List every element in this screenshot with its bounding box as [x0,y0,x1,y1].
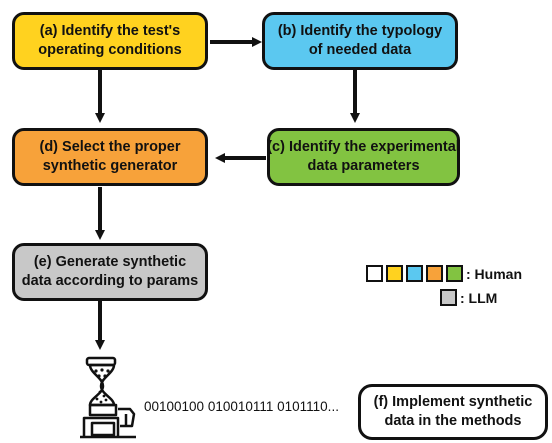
coffee-grinder-icon [80,356,136,439]
node-e-line1: (e) Generate synthetic [33,254,187,271]
coffee-beans [94,368,110,404]
node-a-operating-conditions: (a) Identify the test's operating condit… [12,12,208,70]
legend-human: : Human [366,265,522,282]
node-d-select-generator: (d) Select the proper synthetic generato… [12,128,208,186]
node-c-line2: data parameters [307,158,420,174]
node-b-typology: (b) Identify the typology of needed data [262,12,458,70]
node-f-line2: data in the methods [384,413,522,429]
legend-swatch-green [446,265,463,282]
node-b-line1: (b) Identify the typology [277,23,443,40]
node-f-line1: (f) Implement synthetic [373,394,533,411]
legend-swatch-grey [440,289,457,306]
legend-swatch-yellow [386,265,403,282]
node-c-experimental-parameters: (c) Identify the experimental data param… [267,128,460,186]
legend-swatch-blue [406,265,423,282]
node-f-implement: (f) Implement synthetic data in the meth… [358,384,548,440]
legend-llm: : LLM [440,289,497,306]
node-c-line1: (c) Identify the experimental [267,139,460,156]
node-d-line1: (d) Select the proper [39,139,181,156]
node-e-line2: data according to params [21,273,199,289]
legend-swatch-white [366,265,383,282]
node-a-line1: (a) Identify the test's [39,23,181,40]
node-e-generate-data: (e) Generate synthetic data according to… [12,243,208,301]
legend-llm-label: : LLM [460,289,498,306]
binary-output-text: 00100100 010010111 0101110... [144,399,339,414]
node-d-line2: synthetic generator [42,158,178,174]
node-a-line2: operating conditions [38,42,182,58]
legend-swatch-orange [426,265,443,282]
node-b-line2: of needed data [308,42,412,58]
legend-human-label: : Human [466,265,522,282]
